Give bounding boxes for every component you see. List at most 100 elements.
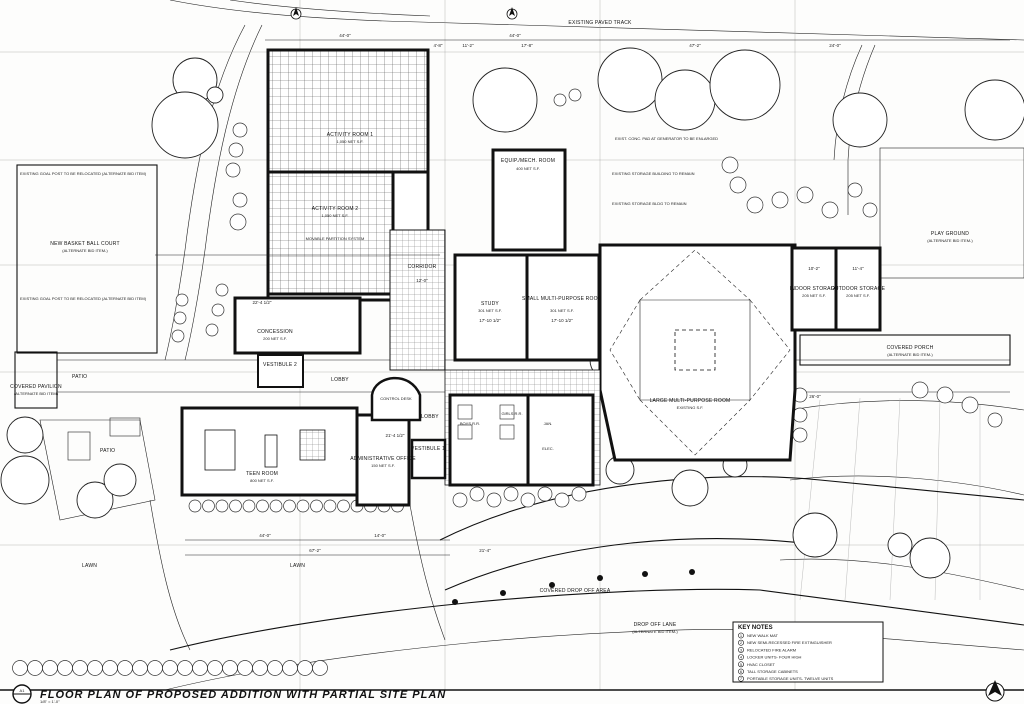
site-labels: EXISTING PAVED TRACK NEW BASKET BALL COU… [10,20,973,634]
building [180,48,882,507]
shrub [554,492,570,508]
play-ground-alt: (ALTERNATE BID ITEM-) [927,238,973,243]
shrub [256,499,269,513]
shrub [188,499,202,513]
partition-label: MOVABLE PARTITION SYSTEM [306,236,365,241]
activity-room-2 [266,170,395,296]
goal-top-label: EXISTING GOAL POST TO BE RELOCATED (ALTE… [20,171,147,176]
shrub [42,660,58,676]
porch-label: COVERED PORCH [887,345,934,351]
admin-area: 150 NET S.F. [371,463,395,468]
north-arrow-top-icon [290,7,518,20]
title-block: A1 FLOOR PLAN OF PROPOSED ADDITION WITH … [0,7,1024,704]
dim-bot-67: 67'-2" [309,548,321,553]
key-note-number: 3 [740,647,743,652]
boys-rr-label: BOYS R.R. [460,421,480,426]
corridor-label: CORRIDOR [408,264,437,270]
shrub [269,499,283,513]
dim-top-44: 44'-0" [339,33,351,38]
small-mp-area: 301 NET S.F. [550,308,574,313]
vestibule1-label: VESTIBULE 1 [411,446,445,452]
dim-mid-12: 12'-0" [416,278,428,283]
key-note-marker [738,654,744,660]
drop-off-lane-label: DROP OFF LANE [634,622,677,628]
exist-pad-label: EXIST. CONC. PAD AT GENERATOR TO BE ENLA… [615,136,718,141]
dimension-texts: 44'-0" 4'-8" 11'-2" 17'-8" 47'-2" 24'-0"… [253,33,864,553]
activity2-area: 1,050 NET S.F. [321,213,348,218]
shrub [162,660,178,676]
room-labels: ACTIVITY ROOM 1 1,050 NET S.F. ACTIVITY … [246,132,886,483]
key-note-marker [738,639,744,646]
dim-top-4-8: 4'-8" [434,43,443,48]
key-note-marker [738,675,744,682]
key-note-number: 7 [740,676,743,681]
small-mp-room [525,253,601,362]
outdoor-storage [834,246,882,332]
shrub [323,499,337,513]
activity-room-1 [266,48,430,174]
large-mp-area: EXISTING S.F. [677,405,704,410]
shrub [237,660,253,676]
porch-alt: (ALTERNATE BID ITEM-) [887,352,933,357]
concession [233,296,362,355]
shrub [252,660,268,676]
teen-room-area: 800 NET S.F. [250,478,274,483]
plan-title: FLOOR PLAN OF PROPOSED ADDITION WITH PAR… [40,689,446,701]
shrub [192,660,208,676]
lobby2-label: LOBBY [421,414,439,420]
key-note-marker [738,632,744,639]
dim-mid-11: 11'-4" [852,266,864,271]
concession-area: 200 NET S.F. [263,336,287,341]
study-room [453,253,529,362]
key-note-marker [738,661,744,668]
control-desk [370,376,422,422]
key-notes-header: KEY NOTES [738,625,773,631]
dim-bot-44: 44'-0" [259,533,271,538]
shrub [337,499,350,513]
key-note-number: 2 [740,640,743,645]
dim-top-17: 17'-8" [521,43,533,48]
shrub [520,492,536,508]
jan-label: JAN. [544,421,553,426]
key-note-number: 6 [740,669,743,674]
key-note-text: NEW SEMI-RECESSED FIRE EXTINGUISHER [747,640,832,645]
admin-name: ADMINISTRATIVE OFFICE [350,456,416,462]
patio-mid-label: PATIO [100,448,115,454]
activity1-area: 1,050 NET S.F. [336,139,363,144]
outdoor-storage-name: OUTDOOR STORAGE [831,286,886,292]
key-note-number: 5 [740,662,743,667]
covered-porch [799,334,1011,366]
equip-area: 400 NET S.F. [516,166,540,171]
exist-bldg1-label: EXISTING STORAGE BUILDING TO REMAIN [612,171,695,176]
vestibule-1 [410,438,447,480]
shrub [202,499,215,513]
dim-top-11: 11'-2" [462,43,474,48]
lobby1-label: LOBBY [331,377,349,383]
shrub [12,660,28,676]
shrub [503,486,519,502]
drop-off-lane-alt: (ALTERNATE BID ITEM-) [632,629,678,634]
elec-label: ELEC. [542,446,554,451]
covered-pavilion [14,351,58,409]
large-mp-room [598,243,797,462]
study-area: 301 NET S.F. [478,308,502,313]
dim-mid-26: 26'-0" [809,394,821,399]
study-name: STUDY [481,301,499,307]
shrub [283,499,296,513]
activity1-name: ACTIVITY ROOM 1 [327,132,374,138]
key-note-text: PORTABLE STORAGE UNITS- TWELVE UNITS [747,676,834,681]
dim-mid-21: 21'-4 1/2" [386,433,405,438]
dim-top-44b: 44'-0" [509,33,521,38]
indoor-storage-name: INDOOR STORAGE [790,286,839,292]
shrub [312,660,328,676]
dim-bot-21: 21'-4" [479,548,491,553]
shrub [207,660,223,676]
shrub [486,492,502,508]
corridor [389,229,446,371]
shrub [222,660,238,676]
teen-room [180,406,359,497]
indoor-storage-area: 205 NET S.F. [802,293,826,298]
teen-room-name: TEEN ROOM [246,471,278,477]
key-note-marker [738,668,744,675]
